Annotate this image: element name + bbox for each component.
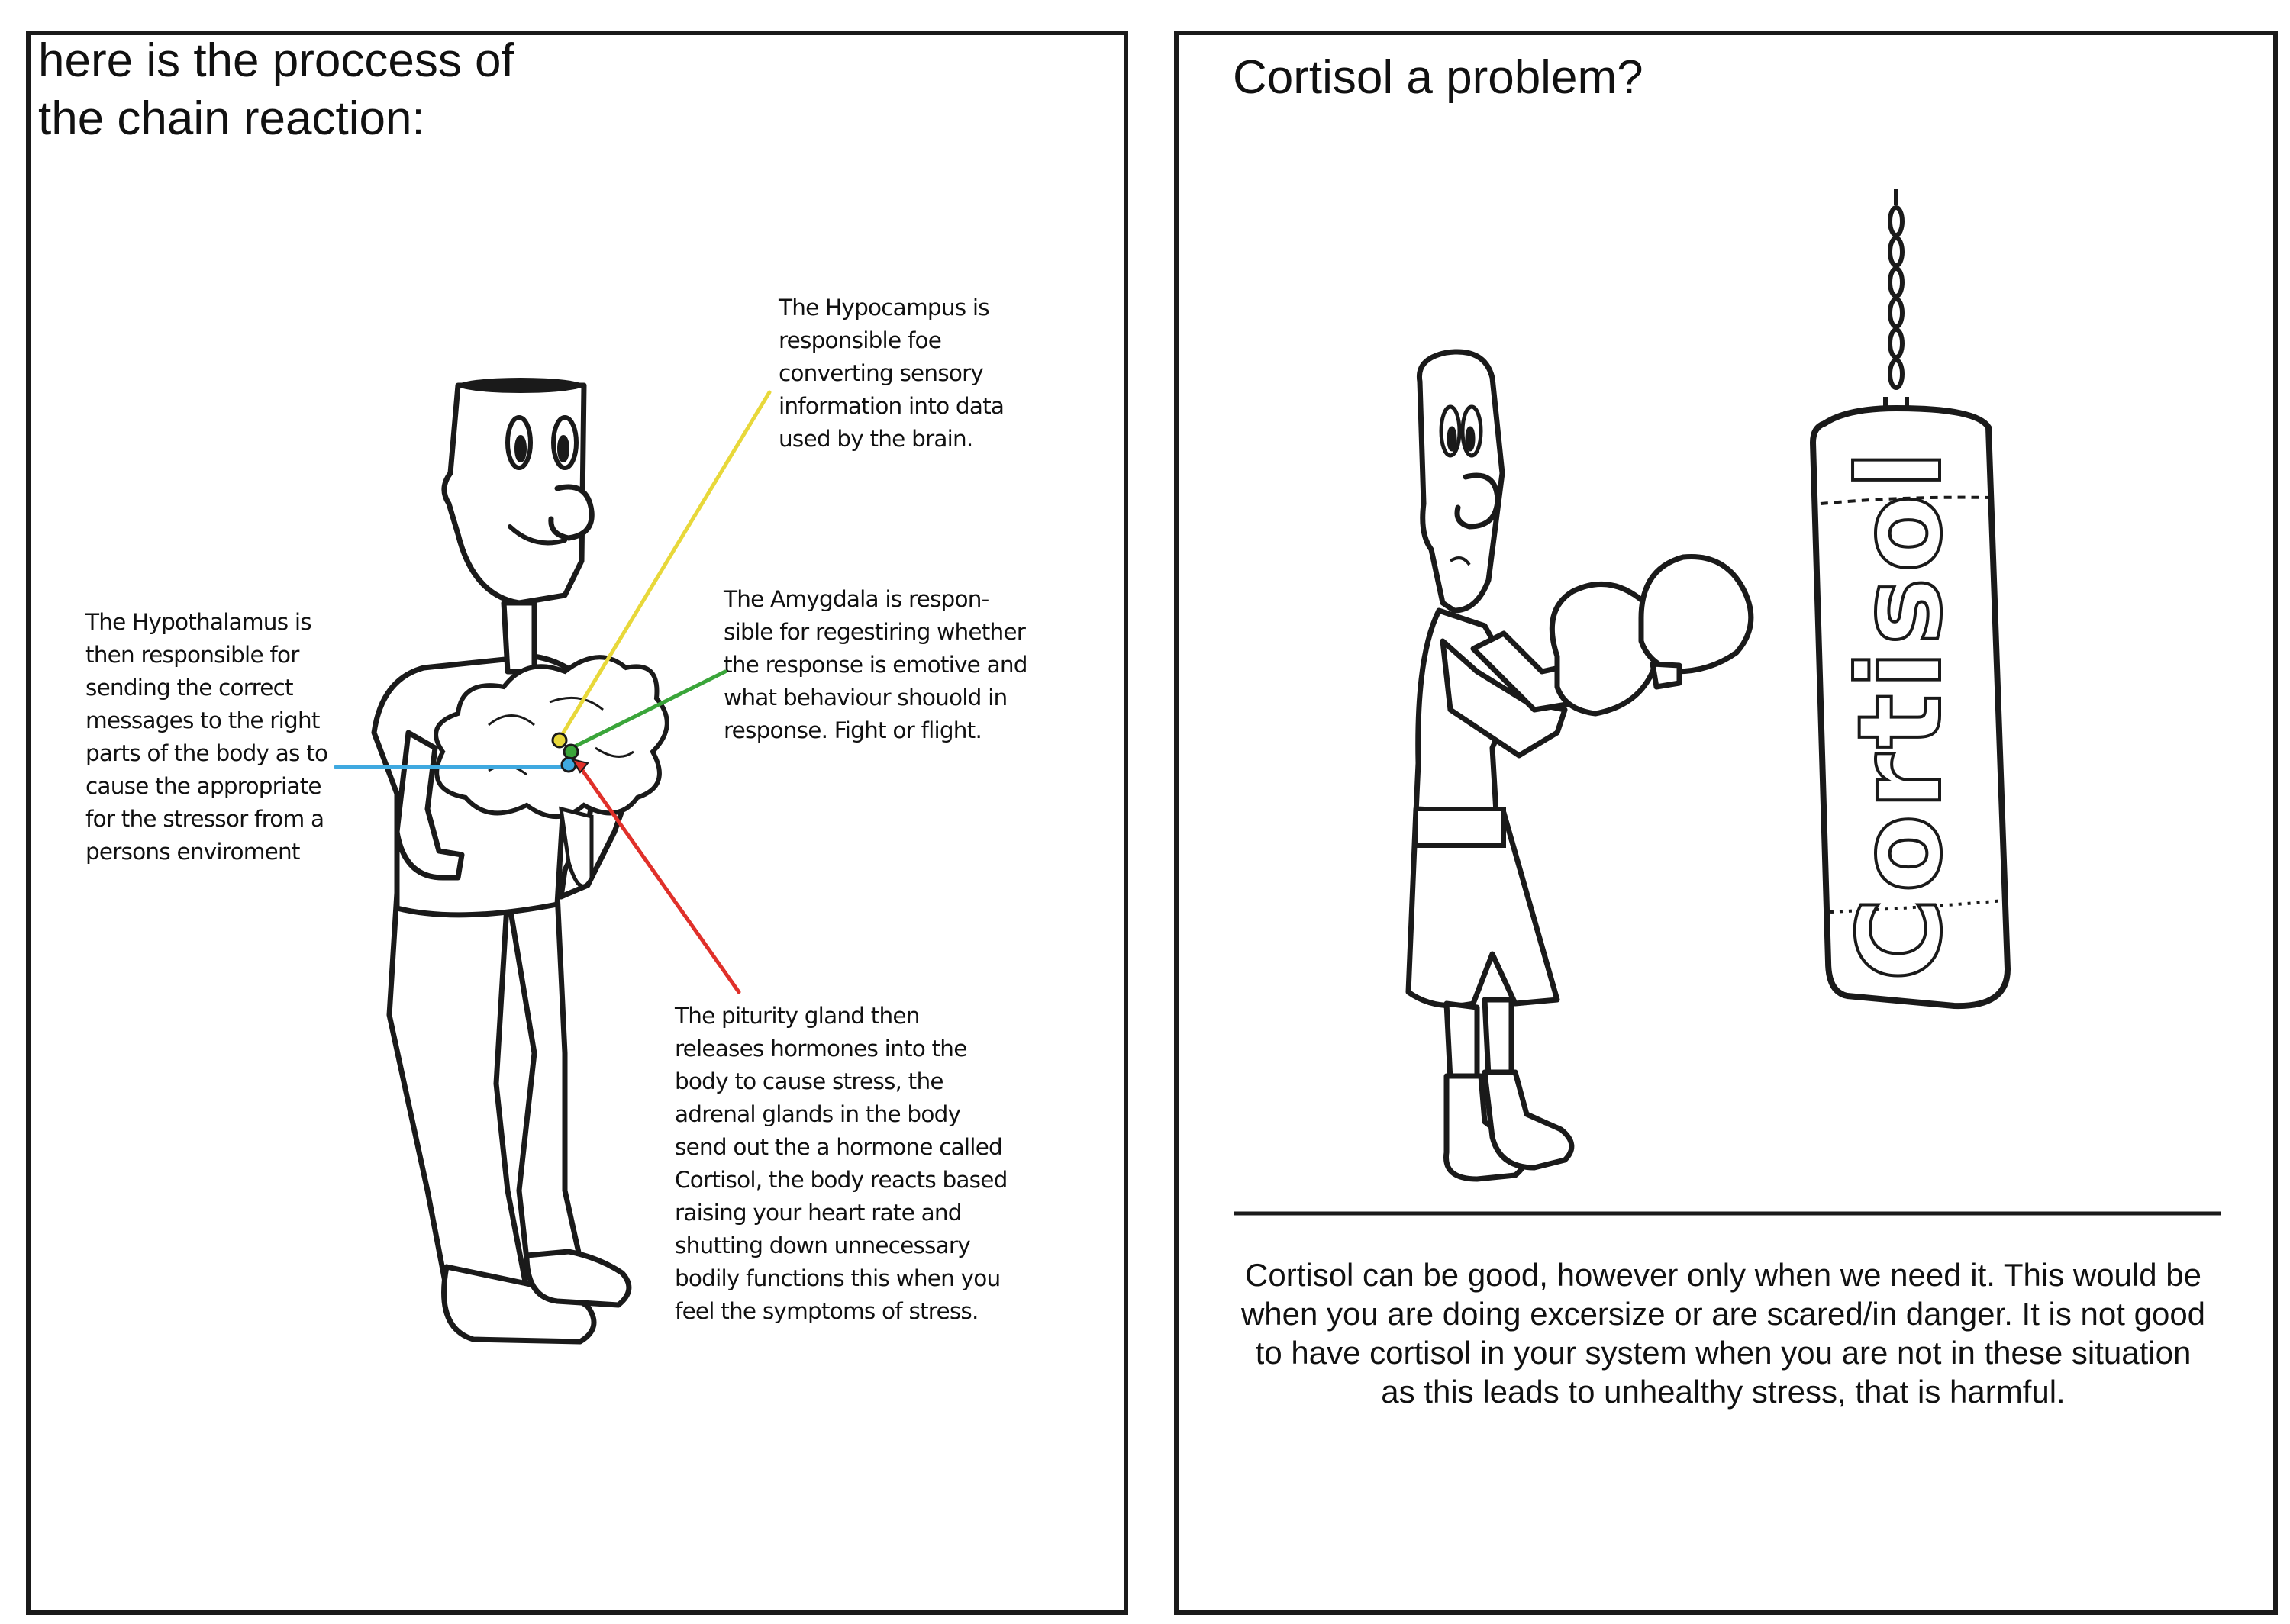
right-panel-title: Cortisol a problem? [1233, 51, 1643, 104]
eyes-icon [505, 415, 579, 470]
callout-amygdala: The Amygdala is respon-sible for regesti… [724, 586, 1027, 743]
boxer-eyes-icon [1439, 404, 1483, 458]
chain-icon [1883, 189, 1909, 414]
cortisol-description: Cortisol can be good, however only when … [1240, 1257, 2206, 1410]
brain-icon [434, 655, 669, 819]
left-title-line-2: the chain reaction: [38, 92, 425, 145]
waistband-icon [1414, 807, 1506, 848]
bag-seam-top [1820, 495, 1993, 505]
punching-bag-icon [1809, 404, 2011, 1010]
callout-hypocampus: The Hypocampus is responsible foe conver… [779, 295, 1005, 452]
pointer-lines [334, 390, 772, 994]
left-title-line-1: here is the proccess of [38, 34, 514, 87]
hypocampus-dot-icon [551, 732, 568, 749]
pituitary-dot-icon [570, 758, 589, 774]
head-top-icon [458, 378, 583, 393]
punching-bag-label: Cortisol [1834, 446, 1967, 981]
callout-pituitary: The piturity gland then releases hormone… [675, 1003, 1008, 1324]
boxer-figure-icon [1405, 349, 1621, 1182]
brain-stem-icon [558, 806, 594, 888]
amygdala-dot-icon [563, 743, 579, 760]
right-panel [1174, 31, 2278, 1615]
pointer-line-amygdala [566, 669, 727, 752]
mouth-icon [508, 524, 567, 546]
pointer-line-hypocampus [559, 390, 772, 739]
pointer-line-pituitary [574, 759, 741, 994]
left-panel-title: here is the proccess of the chain reacti… [38, 32, 725, 148]
boxing-gloves-icon [1549, 553, 1754, 717]
boxer-mouth-icon [1449, 556, 1471, 566]
callout-hypothalamus: The Hypothalamus is then responsible for… [85, 609, 328, 865]
